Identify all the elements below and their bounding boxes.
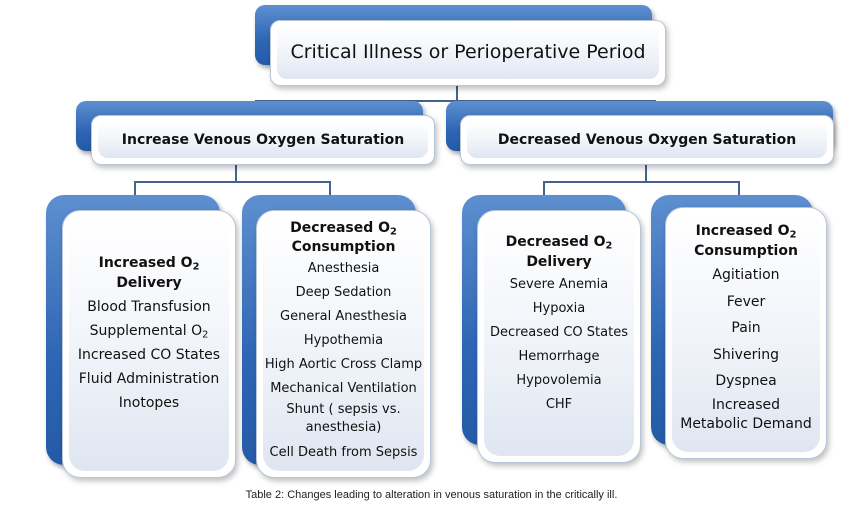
leaf3-item: Hypovolemia — [516, 373, 602, 388]
leaf3-item: Severe Anemia — [509, 277, 609, 292]
leaf-increased-o2-consumption: Increased O2 Consumption Agitiation Feve… — [665, 207, 827, 459]
leaf2-item: anesthesia) — [305, 420, 382, 435]
leaf1-item: Blood Transfusion — [87, 299, 211, 315]
table-caption: Table 2: Changes leading to alteration i… — [245, 489, 618, 501]
leaf2-heading-line2: Consumption — [291, 239, 396, 255]
leaf-decreased-o2-delivery: Decreased O2 Delivery Severe Anemia Hypo… — [477, 210, 641, 463]
leaf-decreased-o2-consumption: Decreased O2 Consumption Anesthesia Deep… — [256, 210, 431, 478]
connector-left-down — [235, 165, 237, 182]
leaf3-item: Hemorrhage — [518, 349, 600, 364]
leaf2-item: Deep Sedation — [295, 285, 392, 300]
leaf4-heading-line2: Consumption — [694, 243, 798, 259]
connector-left-leaf1 — [134, 181, 136, 195]
connector-right-horizontal — [543, 181, 739, 183]
leaf2-item: Hypothemia — [303, 333, 384, 348]
connector-left-horizontal — [134, 181, 330, 183]
leaf2-item: General Anesthesia — [280, 309, 407, 324]
leaf2-item: Shunt ( sepsis vs. — [286, 402, 401, 417]
leaf3-item: CHF — [545, 397, 573, 412]
leaf4-heading: Increased O2 — [695, 223, 797, 241]
leaf4-item: Metabolic Demand — [680, 415, 812, 432]
leaf1-item: Increased CO States — [77, 347, 221, 363]
leaf4-item: Increased — [711, 396, 781, 413]
leaf1-heading-line2: Delivery — [116, 275, 182, 291]
branch-node-decrease: Decreased Venous Oxygen Saturation — [460, 115, 834, 165]
branch-right-title: Decreased Venous Oxygen Saturation — [497, 132, 797, 148]
connector-right-leaf2 — [738, 181, 740, 195]
branch-left-title: Increase Venous Oxygen Saturation — [121, 132, 405, 148]
root-title: Critical Illness or Perioperative Period — [290, 41, 646, 63]
leaf3-item: Decreased CO States — [490, 325, 628, 340]
leaf2-heading: Decreased O2 — [290, 220, 397, 238]
leaf2-item: Anesthesia — [307, 261, 380, 276]
leaf-increased-o2-delivery: Increased O2 Delivery Blood Transfusion … — [62, 210, 236, 478]
leaf4-item: Dyspnea — [715, 373, 777, 389]
leaf2-item: Mechanical Ventilation — [270, 381, 417, 396]
leaf1-item: Fluid Administration — [78, 371, 220, 387]
leaf4-item: Fever — [726, 293, 766, 310]
leaf4-item: Pain — [731, 320, 761, 336]
leaf1-item: Inotopes — [118, 395, 180, 411]
leaf1-heading: Increased O2 — [98, 255, 200, 273]
branch-node-increase: Increase Venous Oxygen Saturation — [91, 115, 435, 165]
leaf3-heading: Decreased O2 — [505, 234, 613, 252]
leaf4-item: Shivering — [713, 346, 779, 363]
leaf1-item: Supplemental O2 — [89, 323, 209, 341]
connector-right-leaf1 — [543, 181, 545, 195]
leaf3-item: Hypoxia — [532, 301, 586, 316]
leaf2-item: High Aortic Cross Clamp — [264, 357, 423, 372]
connector-left-leaf2 — [329, 181, 331, 195]
leaf3-heading-line2: Delivery — [526, 254, 592, 270]
leaf4-item: Agitiation — [712, 267, 780, 283]
connector-right-down — [645, 165, 647, 182]
root-node: Critical Illness or Perioperative Period — [270, 20, 666, 86]
connector-root-down — [456, 86, 458, 101]
leaf2-item: Cell Death from Sepsis — [269, 445, 418, 460]
